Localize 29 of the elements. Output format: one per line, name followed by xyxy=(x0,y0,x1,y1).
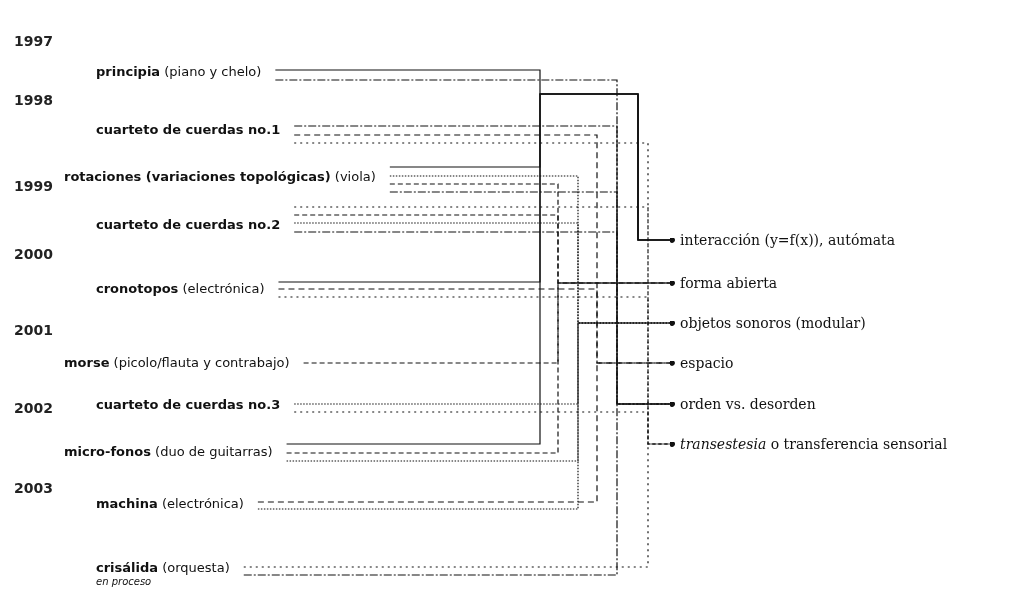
year-label: 1997 xyxy=(14,33,53,49)
year-label: 2003 xyxy=(14,480,53,496)
connector-line xyxy=(243,401,675,576)
connector-line xyxy=(243,441,675,568)
composition-title: cronotopos (electrónica) xyxy=(96,280,265,298)
concept-label: objetos sonoros (modular) xyxy=(680,315,866,331)
connector-line xyxy=(285,93,675,445)
year-label: 2002 xyxy=(14,400,53,416)
connector-line xyxy=(257,320,675,510)
status-note: en proceso xyxy=(96,576,152,587)
year-label: 2000 xyxy=(14,246,53,262)
composition-title: rotaciones (variaciones topológicas) (viola) xyxy=(64,168,376,186)
composition-title: crisálida (orquesta) xyxy=(96,559,230,577)
year-label: 1999 xyxy=(14,178,53,194)
year-label: 2001 xyxy=(14,322,53,338)
year-label: 1998 xyxy=(14,92,53,108)
connector-line xyxy=(257,360,675,503)
composition-title: cuarteto de cuerdas no.3 xyxy=(96,396,281,414)
concept-label: forma abierta xyxy=(680,275,778,291)
composition-title: machina (electrónica) xyxy=(96,495,244,513)
concept-label: espacio xyxy=(680,355,734,371)
concept-label: interacción (y=f(x)), autómata xyxy=(680,232,895,248)
concept-label: orden vs. desorden xyxy=(680,396,816,412)
composition-title: principia (piano y chelo) xyxy=(96,63,262,81)
composition-title: cuarteto de cuerdas no.2 xyxy=(96,216,281,234)
concept-label: transestesia o transferencia sensorial xyxy=(680,436,948,452)
composition-title: micro-fonos (duo de guitarras) xyxy=(64,443,273,461)
composition-title: morse (picolo/flauta y contrabajo) xyxy=(64,354,290,372)
composition-title: cuarteto de cuerdas no.1 xyxy=(96,121,281,139)
